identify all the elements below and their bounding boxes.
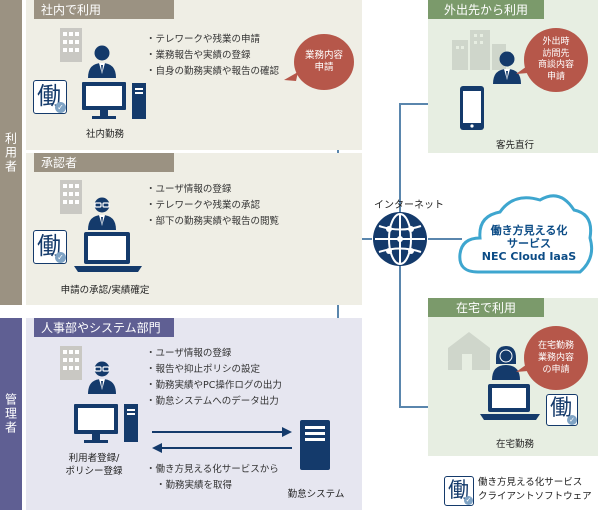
home-bubble-line: 業務内容 xyxy=(537,353,574,363)
outside-bubble-tail xyxy=(516,64,530,74)
users-strip-label: 利用者 xyxy=(3,131,18,174)
admins-strip: 管理者 xyxy=(0,318,22,510)
office-worker-icon xyxy=(88,45,116,78)
office-client-badge: 働 ✓ xyxy=(33,80,67,114)
office-caption: 社内勤務 xyxy=(85,129,124,140)
hr-sync-line: 働き方見える化サービスから xyxy=(146,462,279,478)
outside-header-label: 外出先から利用 xyxy=(443,3,528,17)
approver-person-icon xyxy=(88,196,116,230)
home-worker-icon xyxy=(492,346,520,380)
approver-bullet: 部下の勤務実績や報告の閲覧 xyxy=(146,214,280,230)
approver-laptop-icon xyxy=(74,232,142,272)
legend-client-badge: 働 ✓ xyxy=(444,476,474,506)
cloud-label: 働き方見える化 サービス NEC Cloud IaaS xyxy=(470,224,588,263)
office-bullet: テレワークや残業の申請 xyxy=(146,32,279,48)
approver-client-badge: 働 ✓ xyxy=(33,230,67,264)
hr-sync-note: 働き方見える化サービスから 勤務実績を取得 xyxy=(146,462,279,494)
sync-arrows xyxy=(152,427,292,453)
cloud-line: 働き方見える化 xyxy=(490,224,568,237)
home-bubble: 在宅勤務 業務内容 の申請 xyxy=(524,326,588,390)
office-bubble-tail xyxy=(284,72,298,81)
hr-header: 人事部やシステム部門 xyxy=(34,318,174,337)
home-bubble-line: 在宅勤務 xyxy=(537,341,574,351)
check-icon: ✓ xyxy=(55,102,66,113)
office-header-label: 社内で利用 xyxy=(41,3,102,17)
attendance-server-icon xyxy=(300,420,330,470)
globe-icon xyxy=(373,212,427,266)
approver-header: 承認者 xyxy=(34,153,174,172)
hr-person-icon xyxy=(88,360,116,394)
check-icon: ✓ xyxy=(567,415,577,425)
outside-bubble: 外出時 訪問先 商談内容 申請 xyxy=(524,28,588,92)
outside-caption: 客先直行 xyxy=(495,140,534,151)
office-bullet: 業務報告や実績の登録 xyxy=(146,48,279,64)
approver-caption: 申請の承認/実績確定 xyxy=(60,285,150,296)
check-icon: ✓ xyxy=(464,496,473,505)
hr-bullets: ユーザ情報の登録 報告や抑止ポリシの設定 勤務実績やPC操作ログの出力 勤怠シス… xyxy=(146,346,282,410)
admins-strip-label: 管理者 xyxy=(3,393,18,435)
office-building-icon xyxy=(60,28,82,62)
hr-desktop-icon xyxy=(74,404,138,443)
hr-bullet: ユーザ情報の登録 xyxy=(146,346,282,362)
office-bubble: 業務内容 申請 xyxy=(294,34,354,90)
home-client-badge-char: 働 xyxy=(550,396,573,421)
office-bullets: テレワークや残業の申請 業務報告や実績の登録 自身の勤務実績や報告の確認 xyxy=(146,32,280,80)
home-laptop-icon xyxy=(480,384,540,420)
approver-bullets: ユーザ情報の登録 テレワークや残業の承認 部下の勤務実績や報告の閲覧 xyxy=(146,182,280,230)
users-strip: 利用者 xyxy=(0,0,22,305)
cloud-line: サービス xyxy=(507,237,551,250)
smartphone-icon xyxy=(460,86,484,130)
house-icon xyxy=(448,332,490,370)
hr-caption: 利用者登録/ ポリシー登録 xyxy=(52,452,136,478)
approver-bullet: ユーザ情報の登録 xyxy=(146,182,279,198)
hr-header-label: 人事部やシステム部門 xyxy=(41,321,161,335)
outside-bubble-line: 商談内容 xyxy=(537,60,574,70)
outside-bubble-line: 外出時 xyxy=(542,37,570,47)
outside-header: 外出先から利用 xyxy=(428,0,544,19)
home-bubble-line: の申請 xyxy=(542,365,570,375)
outside-bubble-line: 訪問先 xyxy=(542,48,570,59)
server-caption: 勤怠システム xyxy=(287,489,345,500)
home-bubble-tail xyxy=(516,362,530,372)
office-desktop-icon xyxy=(82,82,146,119)
hr-building-icon xyxy=(60,346,82,380)
office-header: 社内で利用 xyxy=(34,0,174,19)
hr-sync-line: 勤務実績を取得 xyxy=(146,478,279,494)
hr-bullet: 勤怠システムへのデータ出力 xyxy=(146,394,282,410)
outside-bubble-line: 申請 xyxy=(546,71,565,82)
approver-building-icon xyxy=(60,180,82,214)
internet-label: インターネット xyxy=(374,200,444,211)
hr-bullet: 勤務実績やPC操作ログの出力 xyxy=(146,378,282,394)
home-header-label: 在宅で利用 xyxy=(455,301,516,315)
hr-caption-line: 利用者登録/ xyxy=(68,453,120,464)
cloud-line: NEC Cloud IaaS xyxy=(481,250,577,263)
office-bubble-line: 申請 xyxy=(314,62,334,73)
home-caption: 在宅勤務 xyxy=(495,439,534,450)
legend-label: 働き方見える化サービス クライアントソフトウェア xyxy=(478,476,592,504)
legend-client-badge-char: 働 xyxy=(448,478,469,502)
check-icon: ✓ xyxy=(55,252,66,263)
hr-caption-line: ポリシー登録 xyxy=(65,466,123,477)
office-bullet: 自身の勤務実績や報告の確認 xyxy=(146,64,280,80)
legend-line: 働き方見える化サービス xyxy=(478,477,583,488)
cloud-icon xyxy=(458,194,594,274)
home-client-badge: 働 ✓ xyxy=(546,394,578,426)
approver-bullet: テレワークや残業の承認 xyxy=(146,198,279,214)
hr-bullet: 報告や抑止ポリシの設定 xyxy=(146,362,282,378)
office-bubble-line: 業務内容 xyxy=(304,49,343,61)
legend-line: クライアントソフトウェア xyxy=(478,491,592,502)
hr-sync-line-text: 勤務実績を取得 xyxy=(165,480,233,491)
approver-header-label: 承認者 xyxy=(41,156,78,170)
home-header: 在宅で利用 xyxy=(428,298,544,317)
